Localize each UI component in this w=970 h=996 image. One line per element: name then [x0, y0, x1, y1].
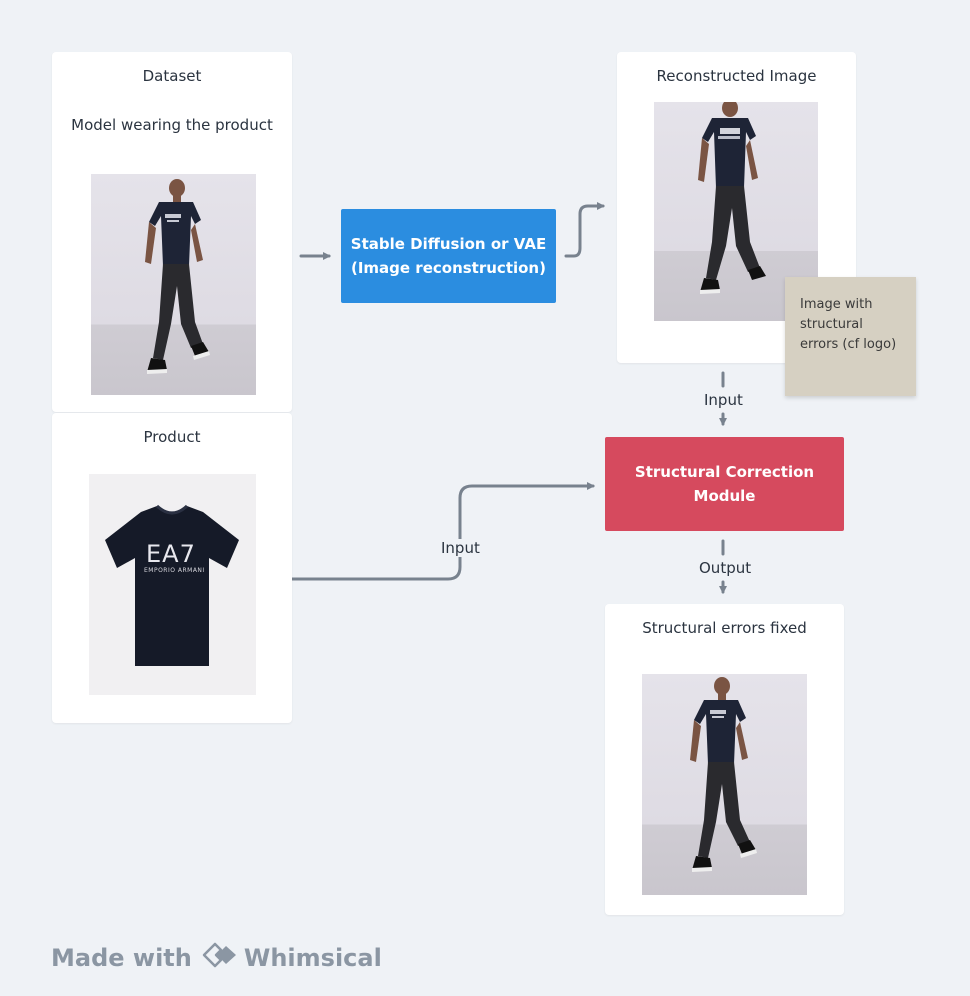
shirt-logo-text: EA7 — [146, 540, 196, 568]
walking-model-image — [145, 179, 210, 374]
arrow-product-to-correction — [290, 482, 595, 581]
input-label-left: Input — [439, 539, 482, 557]
model-photo — [91, 174, 256, 395]
tshirt-image — [105, 504, 239, 666]
structural-correction-module-box: Structural Correction Module — [605, 437, 844, 531]
model-label: Model wearing the product — [71, 116, 273, 134]
made-with-text: Made with — [51, 944, 192, 972]
made-with-whimsical-footer: Made with Whimsical — [51, 942, 382, 974]
reconstructed-model-image — [698, 102, 766, 294]
structural-errors-note: Image with structural errors (cf logo) — [785, 277, 916, 396]
input-label-top: Input — [702, 391, 745, 409]
fixed-card: Structural errors fixed — [605, 604, 844, 915]
fixed-photo — [642, 674, 807, 895]
process-box-line1: Stable Diffusion or VAE — [350, 235, 547, 253]
product-label: Product — [143, 428, 201, 446]
dataset-title: Dataset — [142, 67, 202, 85]
fixed-title: Structural errors fixed — [642, 619, 807, 637]
reconstructed-title: Reconstructed Image — [656, 67, 817, 85]
correction-box-line2: Module — [693, 487, 756, 505]
correction-box-line1: Structural Correction — [634, 463, 815, 481]
fixed-model-image — [690, 677, 757, 872]
dataset-card: Dataset Model wearing the product — [52, 52, 292, 412]
shirt-brand-text: EMPORIO ARMANI — [144, 567, 205, 574]
product-card: Product EA7 EMPORIO ARMANI — [52, 413, 292, 723]
arrow-process-to-reconstructed — [564, 202, 605, 258]
stable-diffusion-vae-box: Stable Diffusion or VAE (Image reconstru… — [341, 209, 556, 303]
whimsical-logo-icon — [202, 942, 238, 974]
reconstructed-photo — [654, 102, 818, 321]
product-photo: EA7 EMPORIO ARMANI — [89, 474, 256, 695]
whimsical-brand-text: Whimsical — [243, 944, 382, 972]
process-box-line2: (Image reconstruction) — [350, 259, 546, 277]
output-label: Output — [697, 559, 754, 577]
